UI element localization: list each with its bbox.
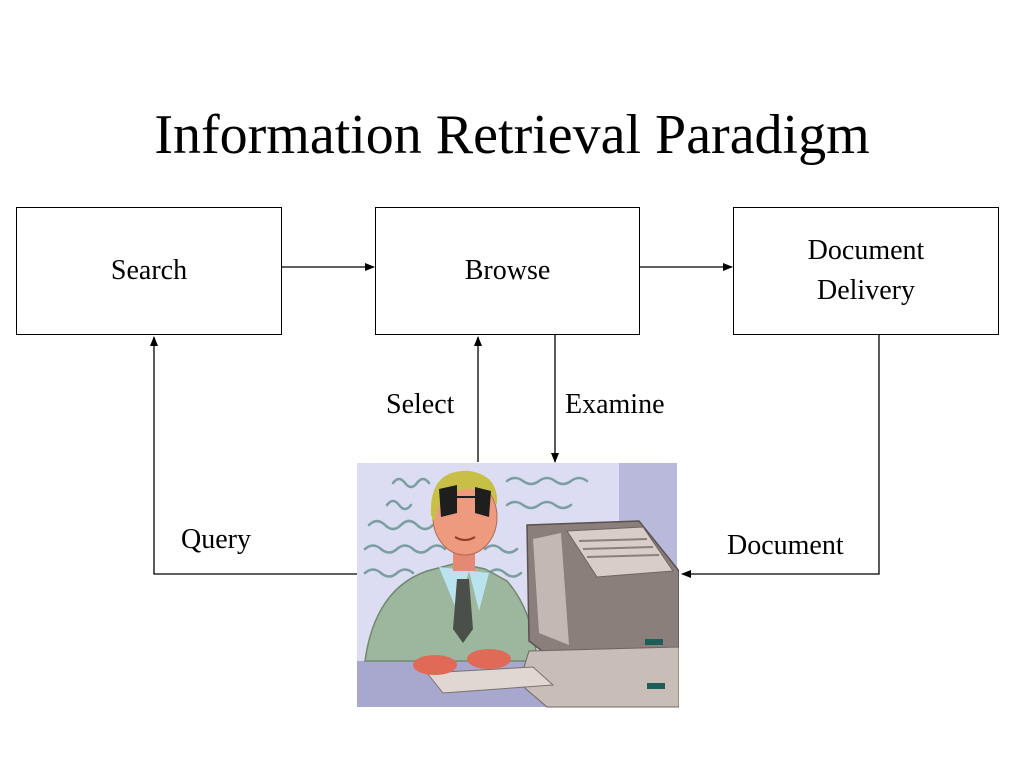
arrow-query: [150, 336, 357, 575]
examine-label: Examine: [565, 389, 665, 420]
arrow-document: [681, 335, 880, 578]
document-delivery-box: Document Delivery: [733, 207, 999, 335]
search-box-label: Search: [110, 255, 188, 286]
query-label: Query: [181, 524, 251, 555]
select-label: Select: [386, 389, 455, 420]
document-delivery-label: Document Delivery: [807, 235, 925, 306]
page-title: Information Retrieval Paradigm: [154, 104, 870, 166]
browse-box: Browse: [375, 207, 640, 335]
search-box: Search: [16, 207, 282, 335]
document-label: Document: [727, 530, 844, 561]
man-at-computer-clipart: [357, 463, 679, 708]
browse-box-label: Browse: [464, 255, 551, 286]
